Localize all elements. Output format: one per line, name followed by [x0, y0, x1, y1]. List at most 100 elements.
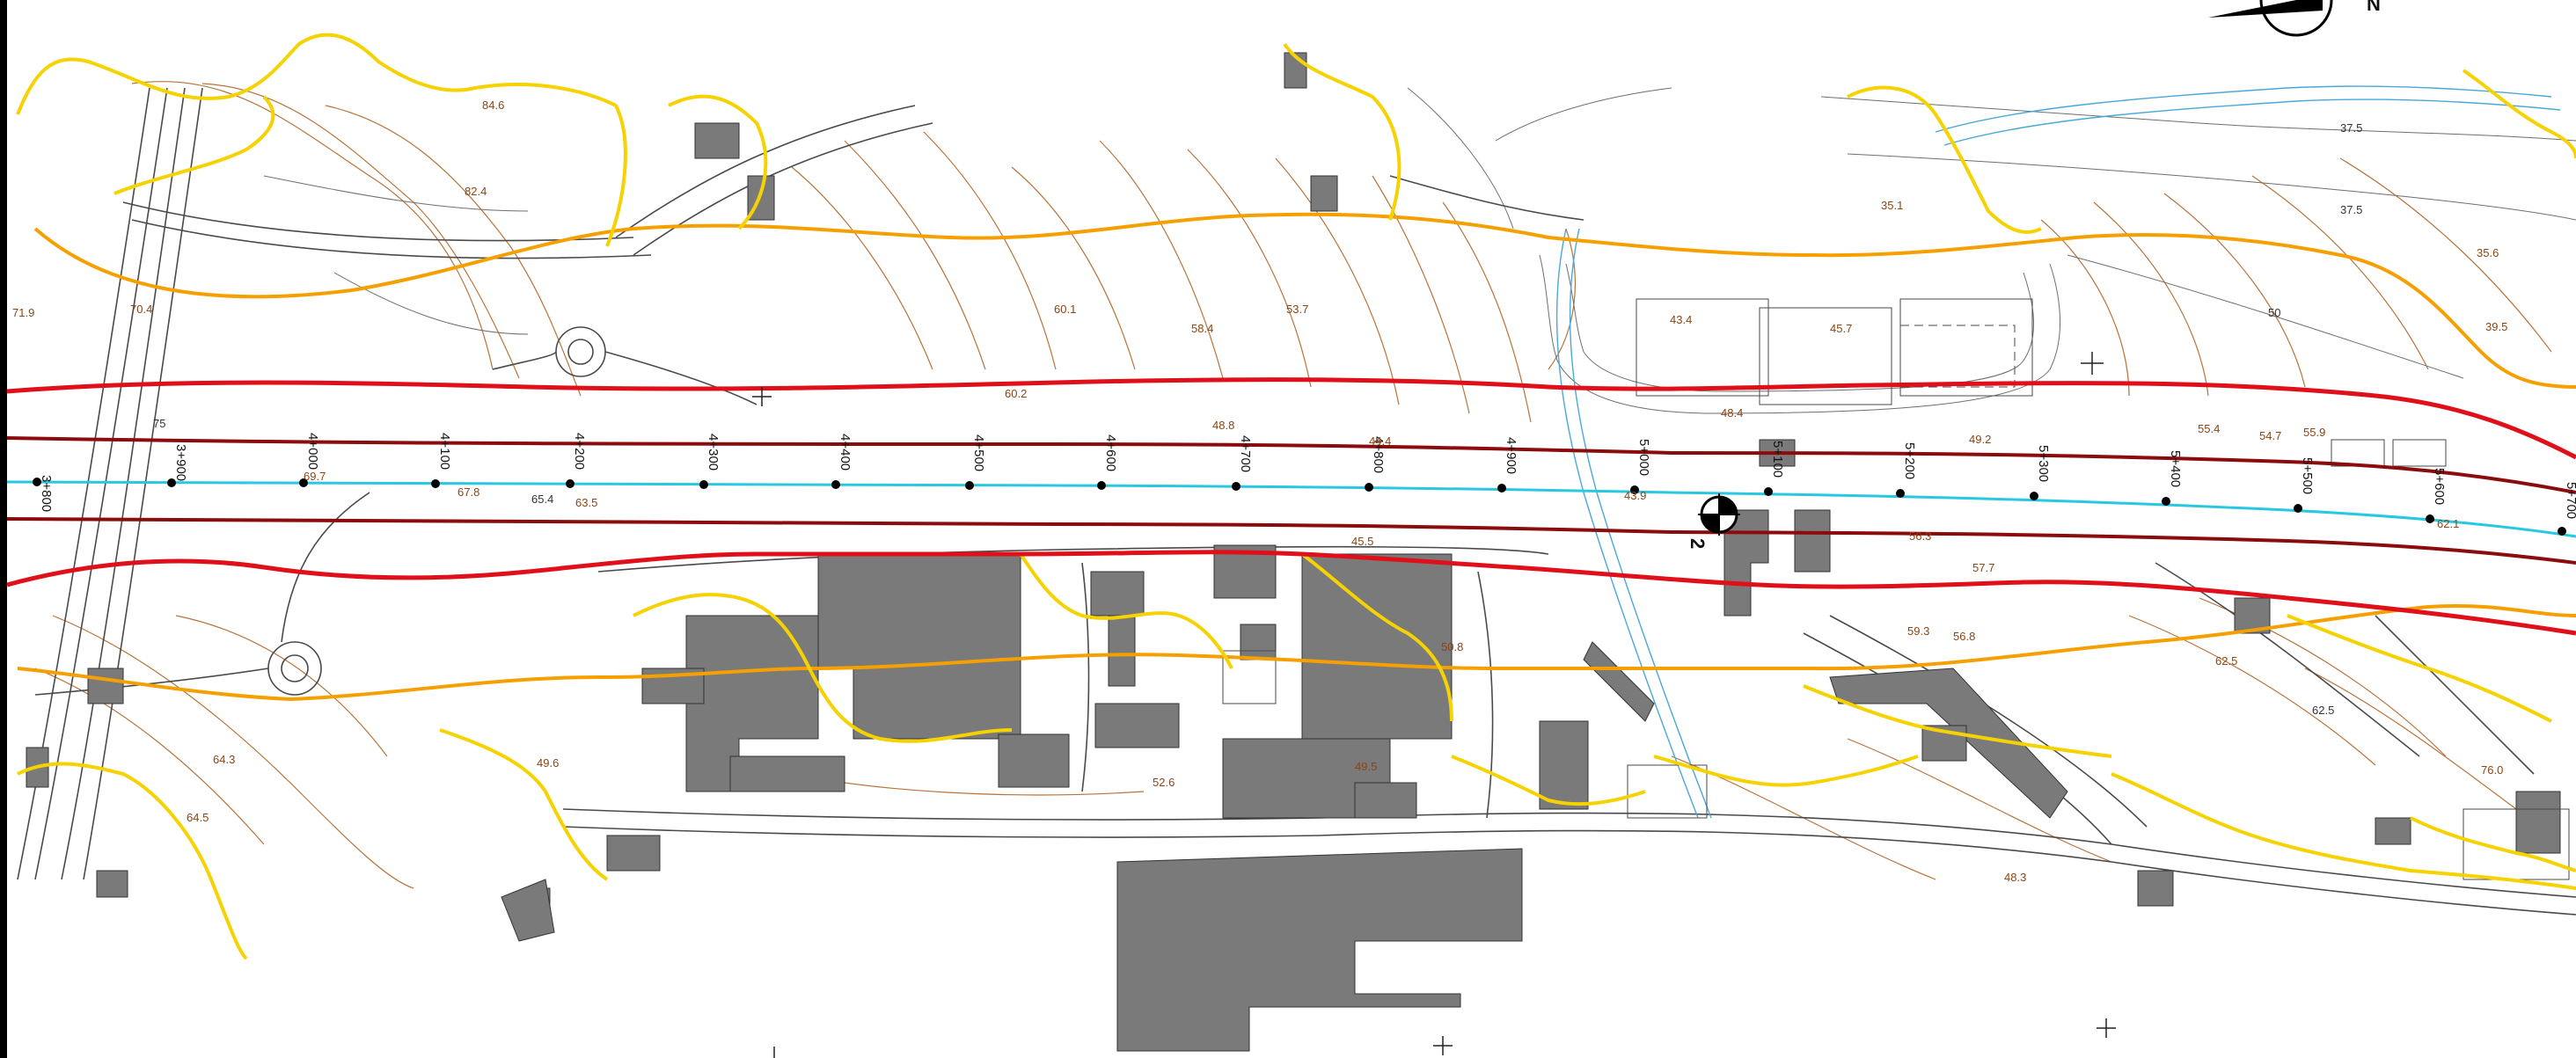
chainage-label: 4+400 [838, 434, 853, 471]
spot-elevation: 50.8 [1441, 640, 1463, 653]
spot-elevation: 69.7 [304, 470, 326, 483]
chainage-label: 4+800 [1371, 436, 1386, 473]
chainage-label: 5+500 [2300, 457, 2315, 494]
contour-lines-grey [263, 87, 2576, 414]
spot-elevation: 64.3 [213, 753, 235, 766]
building [96, 870, 128, 898]
road-network [17, 87, 2576, 916]
chainage-label: 4+700 [1238, 435, 1253, 472]
spot-elevation: 37.5 [2340, 121, 2362, 135]
flood-zone-yellow [16, 33, 2576, 960]
building [2515, 791, 2561, 854]
building [2375, 817, 2411, 845]
chainage-label: 5+000 [1636, 439, 1651, 476]
spot-elevation: 59.3 [1907, 624, 1929, 638]
section-marker-label: 2 [1687, 538, 1709, 549]
spot-elevation: 45.5 [1351, 535, 1373, 548]
spot-elevation: 53.7 [1286, 303, 1308, 316]
flood-zone-orange [17, 212, 2576, 702]
chainage-label: 4+000 [305, 433, 320, 470]
spot-elevations: 84.6 82.4 60.1 58.4 53.7 43.4 45.7 35.1 … [12, 99, 2507, 884]
chainage-label: 5+100 [1770, 441, 1785, 478]
chainage-label: 4+100 [437, 433, 452, 470]
spot-elevation: 43.4 [1670, 313, 1692, 326]
spot-elevation: 60.2 [1005, 387, 1027, 400]
chainage-label: 3+900 [173, 444, 188, 481]
river [1555, 85, 2561, 819]
spot-elevation: 64.5 [187, 811, 209, 824]
chainage-ticks [33, 478, 2566, 536]
chainage-label: 4+600 [1103, 434, 1118, 471]
chainage-label: 5+600 [2432, 468, 2447, 505]
road-axis-edges [6, 436, 2576, 565]
spot-elevation: 49.2 [1969, 433, 1991, 446]
building [1539, 720, 1589, 810]
spot-elevation: 62.1 [2437, 517, 2459, 530]
spot-elevation: 44.4 [1369, 434, 1391, 448]
chainage-label: 4+900 [1504, 437, 1519, 474]
spot-elevation: 37.5 [2340, 203, 2362, 216]
structure-outlines [1222, 298, 2570, 880]
spot-elevation: 60.1 [1054, 303, 1076, 316]
spot-elevation: 49.6 [537, 756, 559, 770]
chainage-label: 3+800 [39, 475, 54, 512]
spot-elevation: 43.9 [1624, 489, 1646, 502]
building [2137, 870, 2174, 907]
spot-elevation: 82.4 [465, 185, 487, 198]
spot-elevation: 84.6 [482, 99, 504, 112]
spot-elevation: 35.6 [2477, 246, 2499, 259]
spot-elevation: 56.8 [1953, 630, 1975, 643]
spot-elevation: 63.5 [575, 496, 597, 509]
north-arrow-icon: N [2208, 0, 2381, 37]
building [1116, 848, 1523, 1052]
chainage-labels: 3+800 3+900 4+000 4+100 4+200 4+300 4+40… [39, 433, 2576, 519]
building [1723, 509, 1769, 617]
building [694, 122, 740, 159]
building [1794, 509, 1831, 573]
building [1301, 553, 1453, 740]
building [685, 615, 819, 792]
spot-elevation: 48.3 [2004, 871, 2026, 884]
building [1094, 703, 1180, 748]
spot-elevation: 52.6 [1153, 776, 1175, 789]
chainage-label: 5+400 [2168, 450, 2183, 487]
building [87, 668, 124, 704]
survey-crosses [752, 352, 2116, 1058]
building [606, 835, 661, 872]
spot-elevation: 56.3 [1909, 529, 1931, 543]
chainage-label: 5+700 [2564, 482, 2576, 519]
spot-elevation: 65.4 [531, 493, 553, 506]
spot-elevation: 48.4 [1721, 406, 1743, 420]
spot-elevation: 75 [153, 417, 165, 430]
spot-elevation: 62.5 [2215, 654, 2237, 668]
spot-elevation: 55.4 [2198, 422, 2220, 435]
spot-elevation: 35.1 [1881, 199, 1903, 212]
spot-elevation: 54.7 [2259, 429, 2281, 442]
chainage-label: 5+200 [1902, 442, 1917, 479]
north-arrow-label: N [2367, 0, 2381, 15]
section-marker-icon: 2 [1687, 493, 1740, 549]
chainage-label: 4+200 [572, 433, 587, 470]
spot-elevation: 67.8 [457, 485, 479, 499]
building [501, 879, 555, 942]
corridor-north-boundary [6, 377, 2576, 460]
spot-elevation: 57.7 [1972, 561, 1994, 574]
chainage-label: 4+300 [706, 434, 721, 471]
building [1354, 782, 1417, 819]
corridor-south-boundary [6, 550, 2576, 636]
spot-elevation: 71.9 [12, 306, 34, 319]
spot-elevation: 39.5 [2485, 320, 2507, 333]
building [1240, 624, 1277, 660]
spot-elevation: 45.7 [1830, 322, 1852, 335]
spot-elevation: 55.9 [2303, 426, 2325, 439]
spot-elevation: 76.0 [2481, 763, 2503, 777]
spot-elevation: 62.5 [2312, 704, 2334, 717]
map-left-border [0, 0, 7, 1058]
building [1090, 571, 1145, 617]
alignment-axis [6, 480, 2576, 538]
spot-elevation: 50 [2268, 306, 2280, 319]
spot-elevation: 58.4 [1191, 322, 1213, 335]
building [729, 755, 845, 792]
